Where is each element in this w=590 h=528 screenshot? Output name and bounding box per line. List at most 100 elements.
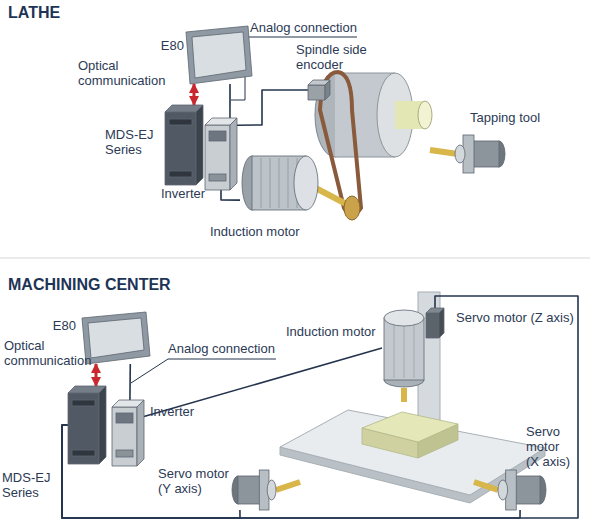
device-label: E80 xyxy=(46,318,76,333)
device-label: MDS-EJ Series xyxy=(105,127,161,157)
section-divider xyxy=(0,258,590,259)
cable-line xyxy=(129,364,131,400)
servo-motor-outline xyxy=(232,470,276,510)
servo-motor-shape xyxy=(498,470,546,510)
servo-nose xyxy=(267,480,276,500)
servo-motor: Tapping tool xyxy=(455,135,505,173)
servo-motor: Servo motor (X axis) xyxy=(498,470,546,510)
servo-motor-shape xyxy=(232,470,276,510)
section-heading: LATHE xyxy=(8,4,60,22)
motor-rib xyxy=(288,158,289,208)
cable-line xyxy=(237,90,308,125)
motor-pulley xyxy=(344,196,360,220)
motor-face xyxy=(384,310,424,326)
cabinet-front xyxy=(426,313,439,338)
monitor-frame xyxy=(82,312,150,364)
cable-line xyxy=(62,296,578,518)
cabinet-side xyxy=(99,386,106,464)
cabinet-front xyxy=(205,125,230,190)
inverter-unit-shape xyxy=(205,118,237,190)
connection-label: Analog connection xyxy=(168,341,298,356)
induction-motor: Induction motor xyxy=(240,150,320,216)
monitor-screen xyxy=(192,32,246,78)
induction-motor-outline xyxy=(240,150,320,216)
inverter-unit: Inverter xyxy=(205,118,237,190)
device-label: Spindle side encoder xyxy=(296,42,376,72)
cnc-display-outline xyxy=(186,26,252,84)
cabinet-panel xyxy=(209,174,226,181)
tool-shaft xyxy=(430,150,458,154)
device-label: Induction motor xyxy=(286,324,381,339)
cabinet-front xyxy=(308,85,325,100)
servo-motor-shape xyxy=(426,308,444,338)
servo-motor-outline xyxy=(498,470,546,510)
servo-motor-outline xyxy=(455,135,505,173)
cable-line xyxy=(229,84,231,118)
cabinet-front xyxy=(112,407,137,466)
servo-nose xyxy=(498,480,508,500)
encoder-unit-shape xyxy=(308,80,330,100)
inverter-unit: Inverter xyxy=(112,400,144,466)
device-label: Servo motor (Y axis) xyxy=(158,466,230,496)
cabinet-side xyxy=(439,308,444,338)
servo-motor-outline xyxy=(426,308,444,338)
device-label: Inverter xyxy=(150,404,220,419)
spindle-tool xyxy=(401,388,407,402)
motor-face xyxy=(294,156,318,210)
encoder-unit-outline xyxy=(308,80,330,100)
inverter-unit-outline xyxy=(112,400,144,466)
ball-screw xyxy=(276,482,300,490)
connection-label: Optical communication xyxy=(4,338,92,368)
device-label: Servo motor (X axis) xyxy=(526,424,574,469)
servo-motor: Servo motor (Z axis) xyxy=(426,308,444,338)
cabinet-panel xyxy=(116,413,133,423)
cabinet-front xyxy=(165,112,196,185)
cnc-display-shape xyxy=(82,312,150,364)
induction-motor: Induction motor xyxy=(382,308,426,388)
motor-rib xyxy=(404,320,405,378)
cabinet-panel xyxy=(116,450,133,457)
cabinet-panel xyxy=(169,119,192,125)
optical-link xyxy=(95,364,98,386)
cabinet-panel xyxy=(72,450,95,456)
ball-screw xyxy=(474,482,498,490)
monitor-screen xyxy=(88,318,144,358)
servo-nose xyxy=(455,145,465,163)
servo-motor: Servo motor (Y axis) xyxy=(232,470,276,510)
device-label: Inverter xyxy=(161,186,221,201)
cabinet-front xyxy=(68,393,99,464)
device-label: Servo motor (Z axis) xyxy=(456,310,590,325)
leader-line xyxy=(131,359,276,383)
spindle-edge xyxy=(335,157,395,158)
servo-drive-shape xyxy=(165,105,203,185)
spindle-nose-end xyxy=(418,101,432,129)
workpiece xyxy=(362,412,458,442)
connection-label: Analog connection xyxy=(250,20,380,35)
servo-drive: MDS-EJ Series xyxy=(165,105,203,185)
cnc-display: E80 xyxy=(186,26,252,84)
inverter-unit-outline xyxy=(205,118,237,190)
encoder-unit: Spindle side encoder xyxy=(308,80,330,100)
motor-rib xyxy=(414,320,415,378)
cabinet-panel xyxy=(169,171,192,177)
connection-label: Optical communication xyxy=(78,58,170,88)
optical-link xyxy=(192,84,195,105)
motor-rib xyxy=(279,158,280,208)
induction-motor-outline xyxy=(382,308,426,388)
induction-motor-shape xyxy=(242,156,318,210)
cnc-display-outline xyxy=(82,312,150,364)
cabinet-panel xyxy=(209,131,226,141)
monitor-frame xyxy=(186,26,252,84)
cabinet-side xyxy=(137,400,144,466)
cable-line xyxy=(221,190,240,200)
device-label: MDS-EJ Series xyxy=(2,470,58,500)
servo-drive: MDS-EJ Series xyxy=(68,386,106,464)
device-label: Tapping tool xyxy=(470,110,560,125)
motor-rib xyxy=(261,158,262,208)
section-heading: MACHINING CENTER xyxy=(8,276,171,294)
induction-motor-shape xyxy=(384,310,424,387)
cabinet-panel xyxy=(72,400,95,406)
device-label: E80 xyxy=(156,38,184,53)
cabinet-side xyxy=(325,80,330,100)
